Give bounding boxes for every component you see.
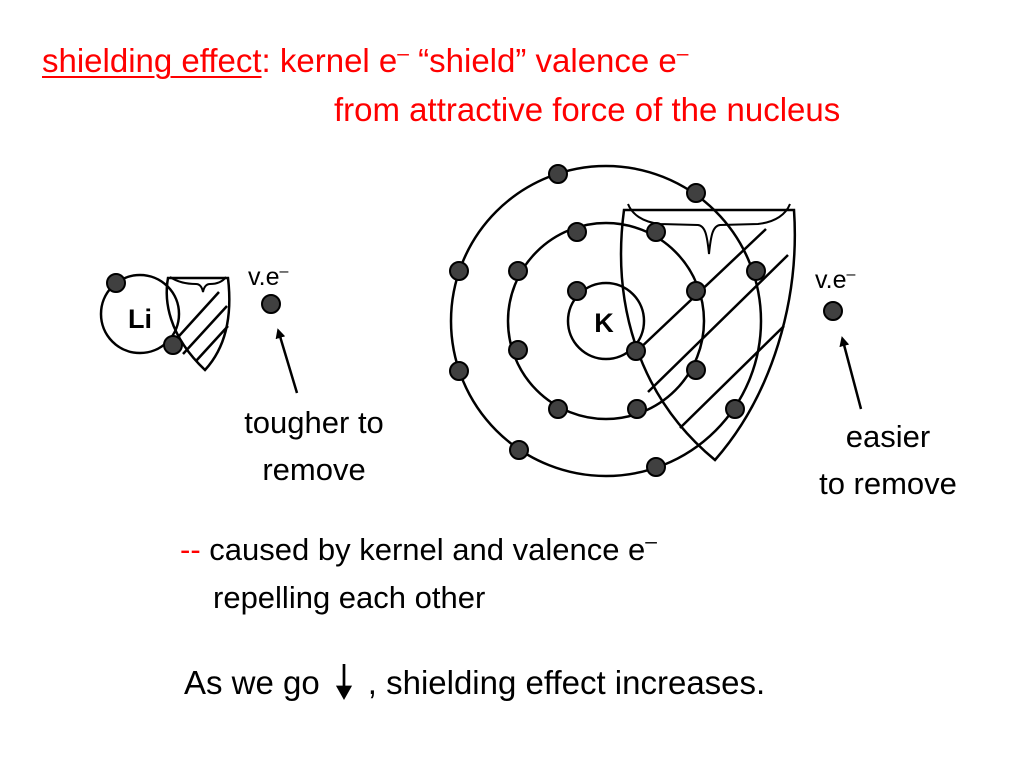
li-pointer-arrow	[275, 328, 299, 394]
electron	[163, 335, 183, 355]
li-caption: tougher to remove	[214, 400, 414, 493]
title-line1-rest: : kernel e	[261, 42, 398, 79]
electron	[449, 261, 469, 281]
electron	[508, 261, 528, 281]
k-caption-line1: easier	[845, 419, 931, 454]
k-caption-line2: to remove	[819, 465, 957, 501]
electron	[746, 261, 766, 281]
cause-text: caused by kernel and valence e	[200, 532, 646, 567]
cause-dash: --	[180, 532, 201, 567]
term-shielding-effect: shielding effect	[42, 42, 262, 79]
k-atom	[449, 164, 863, 478]
li-shield-hatch	[195, 325, 229, 362]
li-shield-brace	[169, 276, 227, 293]
cause-line2: repelling each other	[213, 580, 486, 615]
electron	[567, 222, 587, 242]
k-shield-icon	[619, 208, 796, 462]
conclusion-before: As we go	[184, 664, 320, 701]
k-symbol: K	[594, 308, 614, 338]
li-shield-hatch	[182, 305, 228, 355]
down-arrow-icon	[335, 664, 352, 700]
li-atom	[99, 273, 299, 394]
li-shield-icon	[165, 276, 231, 372]
title-sup-2: –	[676, 42, 689, 65]
k-valence-label: v.e–	[815, 266, 856, 294]
k-shield-hatch	[679, 325, 785, 429]
cause-sup: –	[645, 530, 657, 553]
electron	[686, 360, 706, 380]
electron	[509, 440, 529, 460]
electron	[626, 341, 646, 361]
electron	[106, 273, 126, 293]
electron	[627, 399, 647, 419]
electron	[508, 340, 528, 360]
valence-label-sup: –	[279, 263, 289, 280]
electron	[548, 164, 568, 184]
electron	[646, 457, 666, 477]
li-caption-line1: tougher to	[244, 405, 384, 440]
k-shield-brace	[627, 203, 791, 255]
k-caption: easier to remove	[790, 414, 986, 507]
k-shell-1	[566, 281, 646, 361]
electron	[567, 281, 587, 301]
electron	[646, 222, 666, 242]
conclusion: As we go , shielding effect increases.	[184, 664, 765, 700]
title-sup-1: –	[397, 42, 409, 65]
title-line1-mid: “shield” valence e	[408, 42, 677, 79]
li-valence-electron	[261, 294, 281, 314]
electron	[686, 183, 706, 203]
slide-title: shielding effect: kernel e– “shield” val…	[42, 42, 689, 79]
li-caption-line2: remove	[262, 451, 366, 487]
electron	[725, 399, 745, 419]
slide-title-line2: from attractive force of the nucleus	[334, 91, 841, 128]
valence-label-text: v.e	[248, 263, 280, 291]
electron	[686, 281, 706, 301]
valence-label-text: v.e	[815, 266, 847, 294]
cause-line1: -- caused by kernel and valence e–	[180, 531, 657, 567]
valence-label-sup: –	[846, 266, 856, 283]
li-symbol: Li	[128, 304, 152, 334]
li-nucleus-shell	[99, 273, 181, 355]
k-shell-3	[449, 164, 763, 478]
electron	[548, 399, 568, 419]
k-valence-electron	[823, 301, 843, 321]
k-shield-hatch	[647, 254, 789, 393]
k-pointer-arrow	[839, 336, 863, 410]
li-valence-label: v.e–	[248, 263, 289, 291]
conclusion-after: , shielding effect increases.	[367, 664, 766, 701]
electron	[449, 361, 469, 381]
k-shell-2	[506, 221, 706, 421]
